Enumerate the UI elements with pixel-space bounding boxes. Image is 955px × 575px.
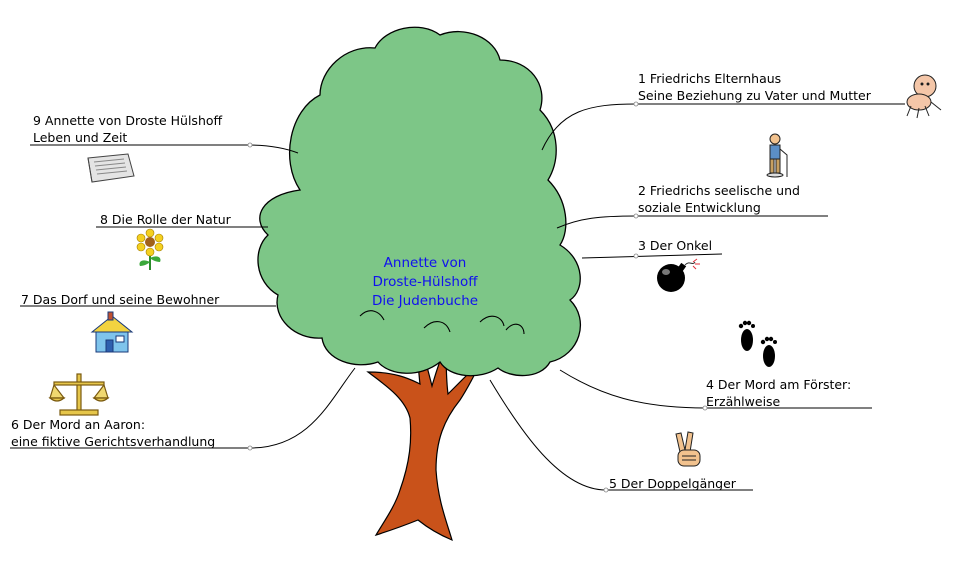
branch-label-line: 3 Der Onkel: [638, 238, 713, 253]
branch-6-mord-aaron[interactable]: 6 Der Mord an Aaron: eine fiktive Gerich…: [11, 416, 215, 450]
branch-label-line: 7 Das Dorf und seine Bewohner: [21, 292, 220, 307]
victory-hand-icon: [675, 431, 701, 467]
branch-7-dorf[interactable]: 7 Das Dorf und seine Bewohner: [21, 291, 219, 308]
connector-4: [559, 369, 872, 409]
branch-label-line: 1 Friedrichs Elternhaus: [638, 71, 782, 86]
branch-3-onkel[interactable]: 3 Der Onkel: [638, 237, 712, 254]
connector-9: [30, 144, 299, 154]
crawling-baby-icon: [906, 74, 942, 119]
branch-label-line: soziale Entwicklung: [638, 200, 761, 215]
newspaper-icon: [87, 153, 135, 183]
scales-icon: [48, 373, 110, 416]
central-topic-line: Annette von: [383, 255, 467, 271]
branch-5-doppelgaenger[interactable]: 5 Der Doppelgänger: [609, 475, 736, 492]
connector-6: [10, 367, 356, 449]
branch-8-natur[interactable]: 8 Die Rolle der Natur: [100, 211, 231, 228]
branch-label-line: 2 Friedrichs seelische und: [638, 183, 800, 198]
branch-label-line: Seine Beziehung zu Vater und Mutter: [638, 88, 871, 103]
connector-2: [556, 215, 828, 229]
branch-label-line: 9 Annette von Droste Hülshoff: [33, 113, 223, 128]
tree-crown: [257, 26, 581, 377]
branch-label-line: Erzählweise: [706, 394, 781, 409]
house-icon: [90, 311, 134, 353]
branch-1-elternhaus[interactable]: 1 Friedrichs Elternhaus Seine Beziehung …: [638, 70, 871, 104]
branch-label-line: Leben und Zeit: [33, 130, 128, 145]
footprints-icon: [738, 320, 777, 367]
central-topic[interactable]: Annette von Droste-Hülshoff Die Judenbuc…: [340, 254, 510, 311]
central-topic-line: Die Judenbuche: [371, 293, 479, 309]
branch-2-entwicklung[interactable]: 2 Friedrichs seelische und soziale Entwi…: [638, 182, 800, 216]
connector-3: [581, 253, 723, 259]
flower-icon: [136, 228, 164, 270]
connector-dots: [247, 101, 708, 493]
branch-label-line: eine fiktive Gerichtsverhandlung: [11, 434, 216, 449]
branch-9-droste-leben[interactable]: 9 Annette von Droste Hülshoff Leben und …: [33, 112, 222, 146]
branch-label-line: 8 Die Rolle der Natur: [100, 212, 231, 227]
branch-label-line: 5 Der Doppelgänger: [609, 476, 736, 491]
branch-label-line: 4 Der Mord am Förster:: [706, 377, 852, 392]
connector-5: [489, 379, 753, 491]
branch-4-mord-foerster[interactable]: 4 Der Mord am Förster: Erzählweise: [706, 376, 851, 410]
connector-1: [541, 103, 905, 151]
boy-figure-icon: [766, 133, 788, 178]
branch-label-line: 6 Der Mord an Aaron:: [11, 417, 146, 432]
bomb-icon: [657, 258, 700, 292]
central-topic-line: Droste-Hülshoff: [372, 274, 478, 290]
